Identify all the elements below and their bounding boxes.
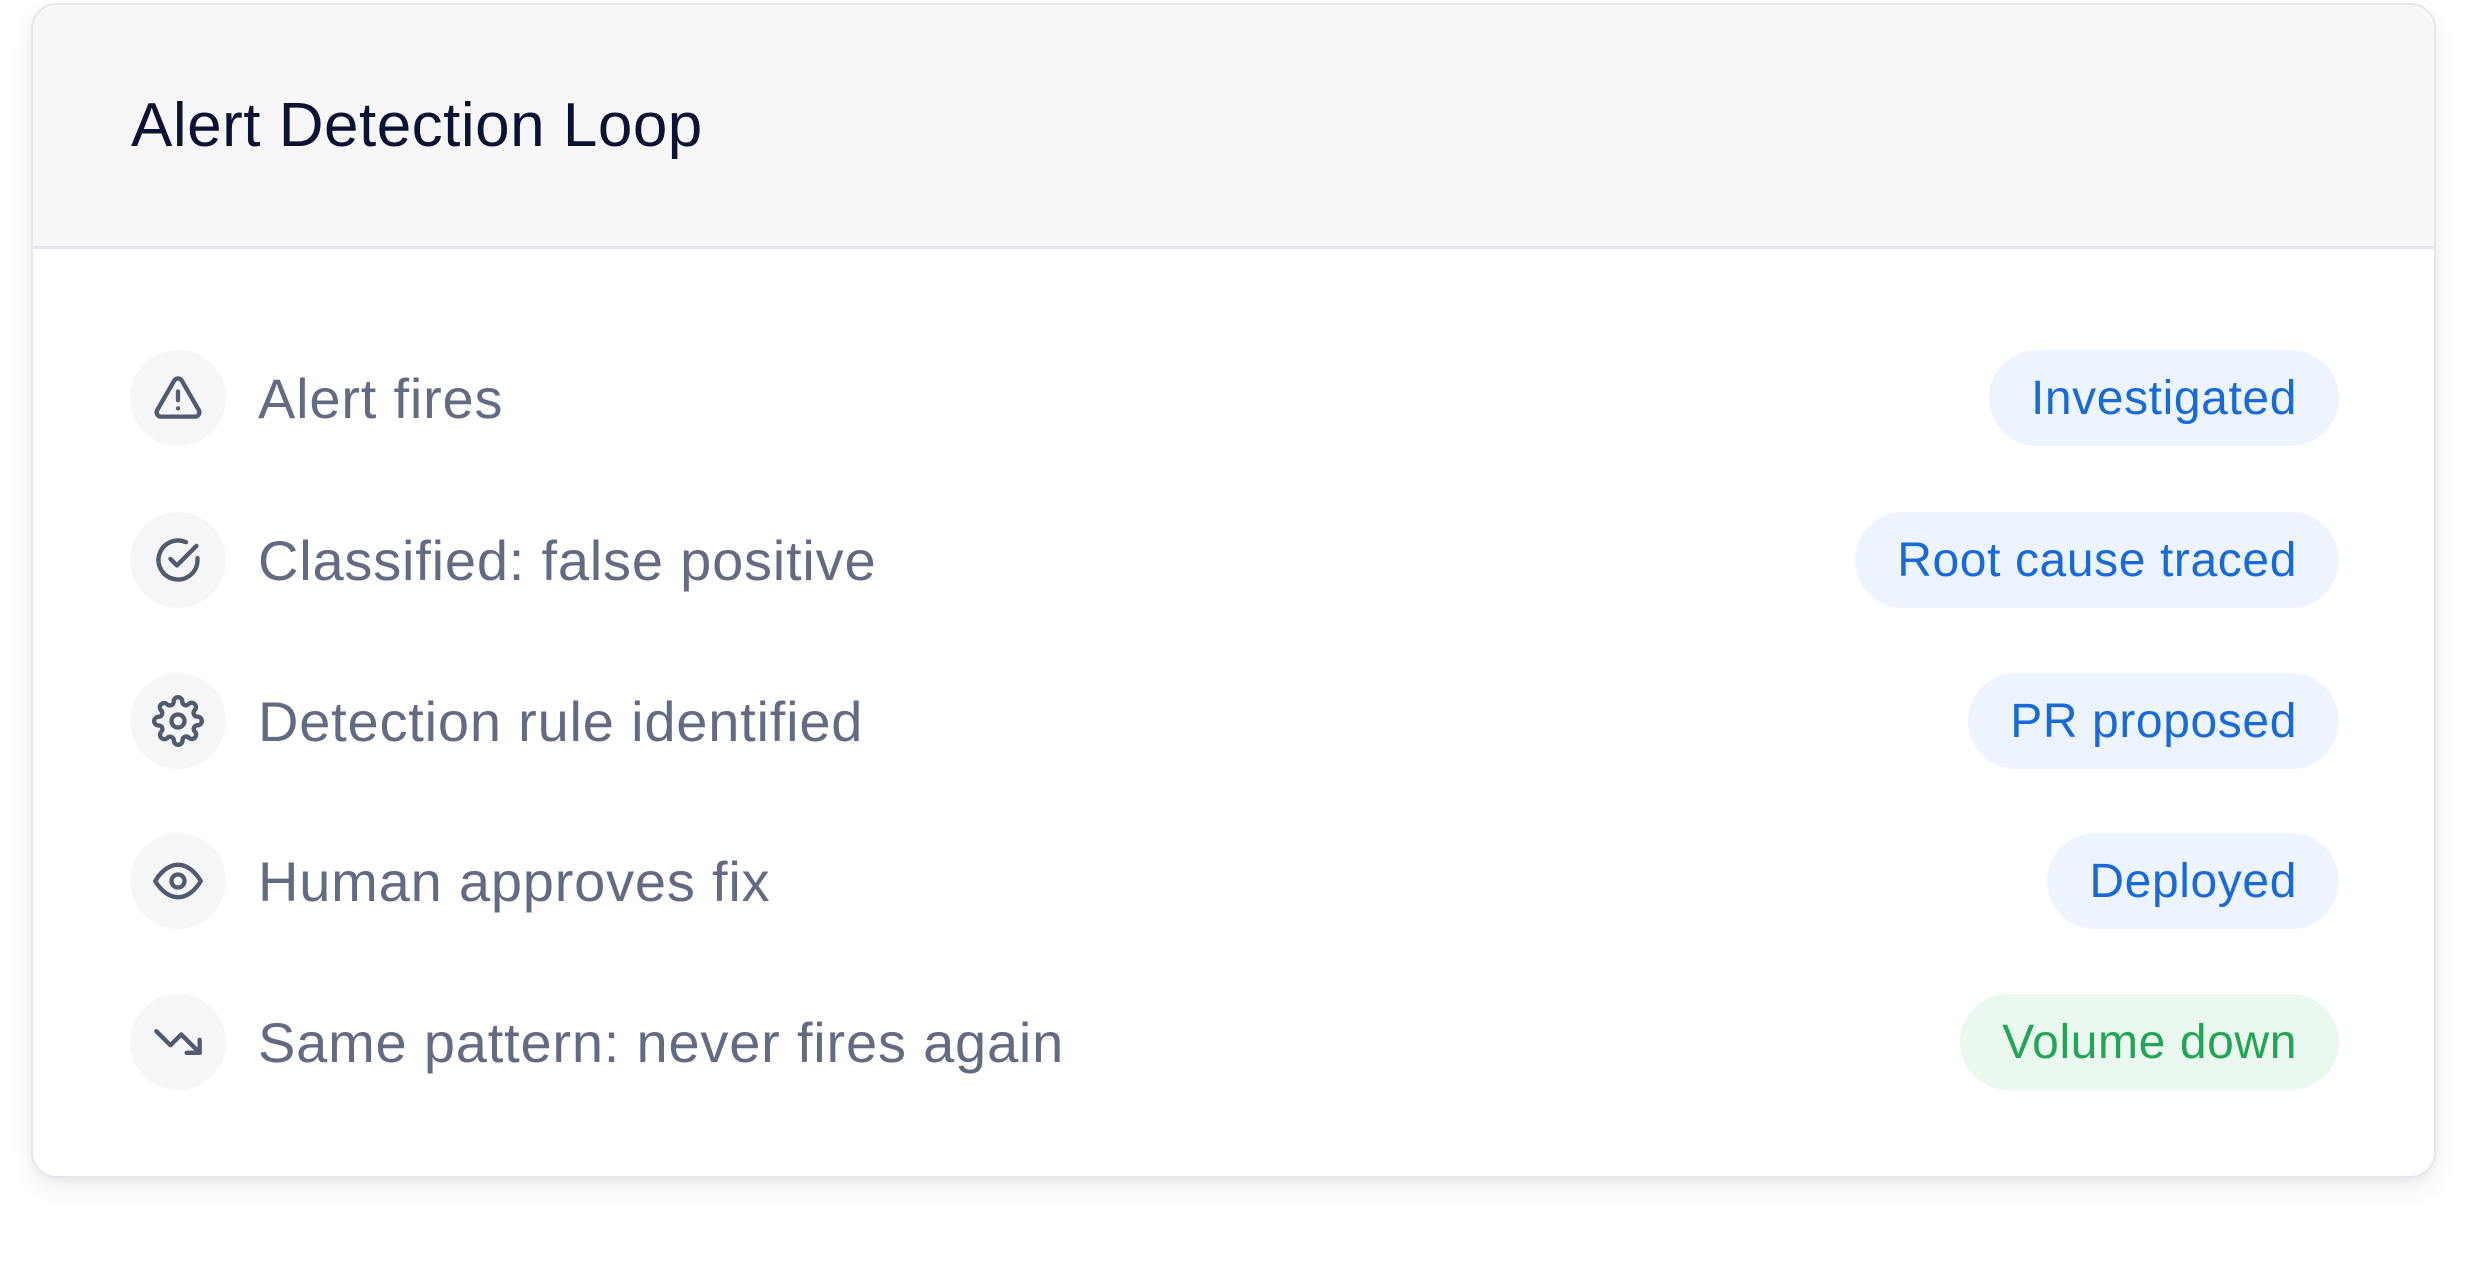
status-badge: Investigated [1988,350,2339,446]
status-badge: Root cause traced [1855,512,2339,608]
step-label: Detection rule identified [258,689,864,753]
status-badge: Volume down [1960,994,2339,1090]
step-label: Human approves fix [258,849,771,913]
card-title: Alert Detection Loop [131,91,703,160]
card-header: Alert Detection Loop [33,5,2434,249]
eye-icon [130,833,226,929]
step-label: Classified: false positive [258,528,877,592]
step-row-detection-rule: Detection rule identified PR proposed [130,673,2339,769]
step-row-same-pattern: Same pattern: never fires again Volume d… [130,994,2339,1090]
gear-icon [130,673,226,769]
alert-detection-card: Alert Detection Loop Alert fires Investi… [31,3,2436,1178]
status-badge: Deployed [2047,833,2339,929]
step-label: Alert fires [258,366,504,430]
step-row-human-approves: Human approves fix Deployed [130,833,2339,929]
check-circle-icon [130,512,226,608]
step-row-classified: Classified: false positive Root cause tr… [130,512,2339,608]
step-label: Same pattern: never fires again [258,1010,1065,1074]
warning-triangle-icon [130,350,226,446]
trending-down-icon [130,994,226,1090]
step-row-alert-fires: Alert fires Investigated [130,350,2339,446]
status-badge: PR proposed [1968,673,2339,769]
